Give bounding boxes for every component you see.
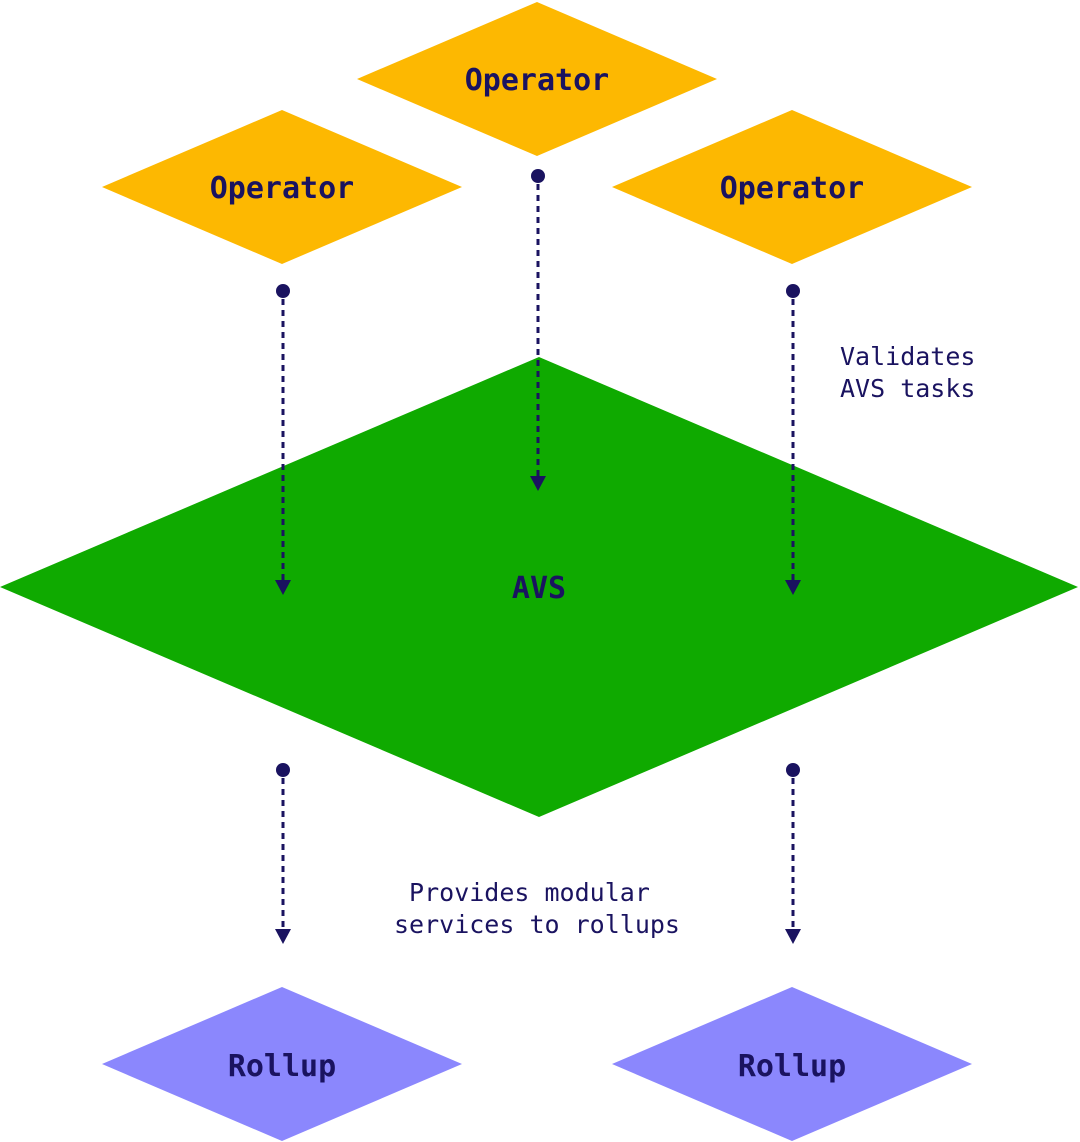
operator-right-label: Operator [720, 171, 865, 206]
edge-operator-right-to-avs [785, 284, 801, 595]
edge-start-dot [786, 763, 800, 777]
validates-line-1: Validates [840, 342, 975, 371]
rollup-left-diamond [102, 987, 462, 1141]
rollup-right-diamond [612, 987, 972, 1141]
edge-start-dot [786, 284, 800, 298]
arrowhead-icon [275, 929, 291, 944]
avs-diamond [0, 357, 1078, 817]
edge-start-dot [531, 169, 545, 183]
edge-operator-left-to-avs [275, 284, 291, 595]
provides-annotation: Provides modular services to rollups [394, 878, 680, 939]
rollup-left-label: Rollup [228, 1049, 336, 1084]
provides-line-2: services to rollups [394, 910, 680, 939]
operator-top-diamond [357, 2, 717, 156]
arrowhead-icon [530, 476, 546, 491]
operator-top-label: Operator [465, 63, 610, 98]
edge-avs-to-rollup-right [785, 763, 801, 944]
arrowhead-icon [785, 580, 801, 595]
rollup-right-label: Rollup [738, 1049, 846, 1084]
arrowhead-icon [785, 929, 801, 944]
avs-label: AVS [512, 571, 566, 606]
validates-line-2: AVS tasks [840, 374, 975, 403]
validates-annotation: Validates AVS tasks [840, 342, 991, 403]
operator-right-diamond [612, 110, 972, 264]
arrowhead-icon [275, 580, 291, 595]
edge-operator-top-to-avs [530, 169, 546, 491]
operator-left-label: Operator [210, 171, 355, 206]
operator-left-diamond [102, 110, 462, 264]
provides-line-1: Provides modular [409, 878, 650, 907]
edge-start-dot [276, 284, 290, 298]
edge-avs-to-rollup-left [275, 763, 291, 944]
edge-start-dot [276, 763, 290, 777]
